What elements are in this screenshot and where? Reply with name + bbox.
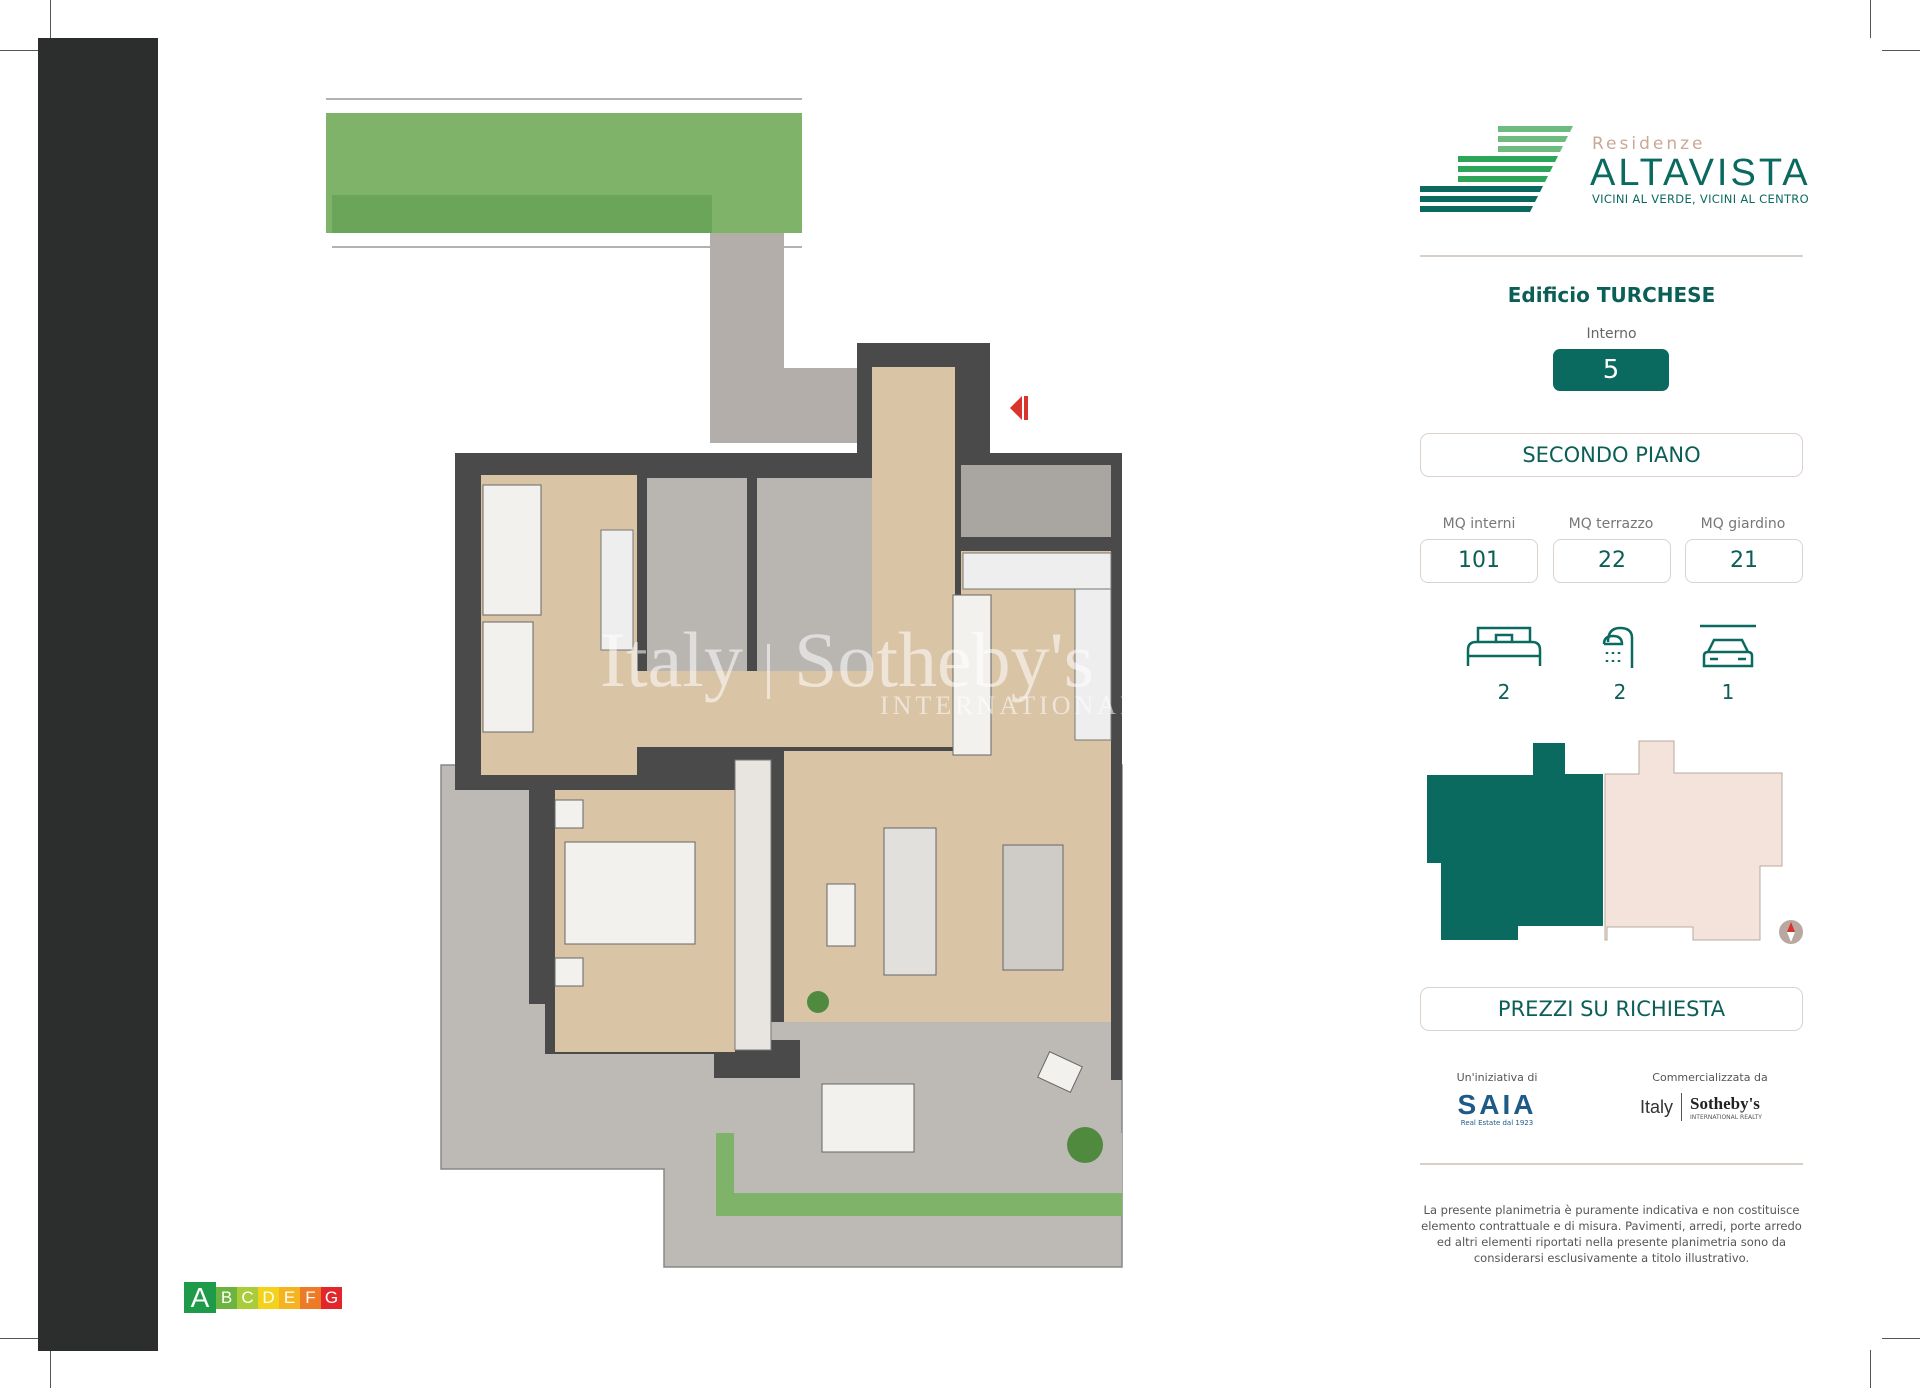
car-garage-icon (1700, 624, 1756, 668)
sothebys-logo-right: Sotheby's (1690, 1093, 1760, 1113)
entrance-arrow-icon (1010, 396, 1022, 420)
brand-sub: Residenze (1592, 134, 1706, 154)
crop-mark (0, 50, 38, 51)
shower-icon (1602, 626, 1634, 668)
altavista-logo-icon (1420, 126, 1573, 212)
plant (1067, 1127, 1103, 1163)
area-label: MQ terrazzo (1568, 516, 1654, 532)
desk (482, 621, 534, 733)
energy-class-d: D (258, 1287, 279, 1309)
bathroom-1 (647, 478, 747, 671)
bedrooms-count: 2 (1497, 680, 1511, 704)
crop-mark (1870, 1350, 1871, 1388)
sofa (883, 827, 937, 976)
energy-class-c: C (237, 1287, 258, 1309)
watermark-right: Sotheby's (793, 616, 1095, 703)
divider (1420, 1163, 1803, 1165)
single-bed (482, 484, 542, 616)
interno-value: 5 (1553, 349, 1669, 391)
disclaimer: La presente planimetria è puramente indi… (1421, 1203, 1802, 1265)
crop-mark (1870, 0, 1871, 38)
crop-mark (1882, 1338, 1920, 1339)
interno-label: Interno (1586, 326, 1637, 342)
energy-class-e: E (279, 1287, 300, 1309)
parking-count: 1 (1721, 680, 1735, 704)
walkway (710, 233, 784, 443)
crop-mark (0, 1338, 38, 1339)
storage (961, 465, 1111, 537)
area-value: 101 (1420, 539, 1538, 583)
terrace-table (821, 1083, 915, 1153)
crop-mark (50, 0, 51, 38)
building-key-plan (1427, 740, 1803, 944)
coffee-table (826, 883, 856, 947)
energy-class-f: F (300, 1287, 321, 1309)
hedge (332, 195, 712, 233)
wardrobe (600, 529, 634, 651)
area-label: MQ giardino (1700, 516, 1786, 532)
watermark-left: Italy (600, 616, 743, 703)
energy-class-g: G (321, 1287, 342, 1309)
energy-class-b: B (216, 1287, 237, 1309)
brand-tagline: VICINI AL VERDE, VICINI AL CENTRO (1592, 192, 1809, 206)
floor-label: SECONDO PIANO (1420, 433, 1803, 477)
side-bar (38, 38, 158, 1351)
energy-class-a: A (184, 1282, 216, 1313)
watermark: Italy | Sotheby's INTERNATIONAL REALTY (600, 616, 1274, 720)
dining-table (1002, 844, 1064, 971)
watermark-sub: INTERNATIONAL REALTY (880, 691, 1274, 720)
bed-icon (1466, 626, 1542, 666)
hall (637, 671, 955, 747)
area-value: 21 (1685, 539, 1803, 583)
bathroom-2 (757, 478, 872, 671)
sothebys-logo-left: Italy (1640, 1096, 1674, 1117)
unit-highlight (1427, 743, 1603, 940)
area-value: 22 (1553, 539, 1671, 583)
kitchen-island (952, 594, 992, 756)
plant (807, 991, 829, 1013)
sothebys-logo: Italy Sotheby's INTERNATIONAL REALTY (1640, 1093, 1762, 1121)
saia-logo-sub: Real Estate dal 1923 (1460, 1119, 1534, 1127)
sothebys-logo-sub: INTERNATIONAL REALTY (1690, 1113, 1762, 1121)
crop-mark (50, 1350, 51, 1388)
lounge-chair (1037, 1051, 1083, 1093)
divider (1420, 255, 1803, 257)
saia-logo: SAIA Real Estate dal 1923 (1427, 1089, 1567, 1128)
brand-name: ALTAVISTA (1590, 152, 1811, 194)
bathrooms-count: 2 (1613, 680, 1627, 704)
crop-mark (1882, 50, 1920, 51)
marketed-label: Commercializzata da (1652, 1071, 1768, 1084)
building-name: Edificio TURCHESE (1507, 283, 1716, 307)
initiative-label: Un'iniziativa di (1456, 1071, 1538, 1084)
double-bed (564, 841, 696, 945)
wardrobe (734, 759, 772, 1051)
kitchen-counter (1074, 579, 1112, 741)
other-unit (1604, 740, 1783, 941)
saia-logo-text: SAIA (1457, 1089, 1537, 1120)
price-on-request: PREZZI SU RICHIESTA (1420, 987, 1803, 1031)
area-label: MQ interni (1442, 516, 1516, 532)
